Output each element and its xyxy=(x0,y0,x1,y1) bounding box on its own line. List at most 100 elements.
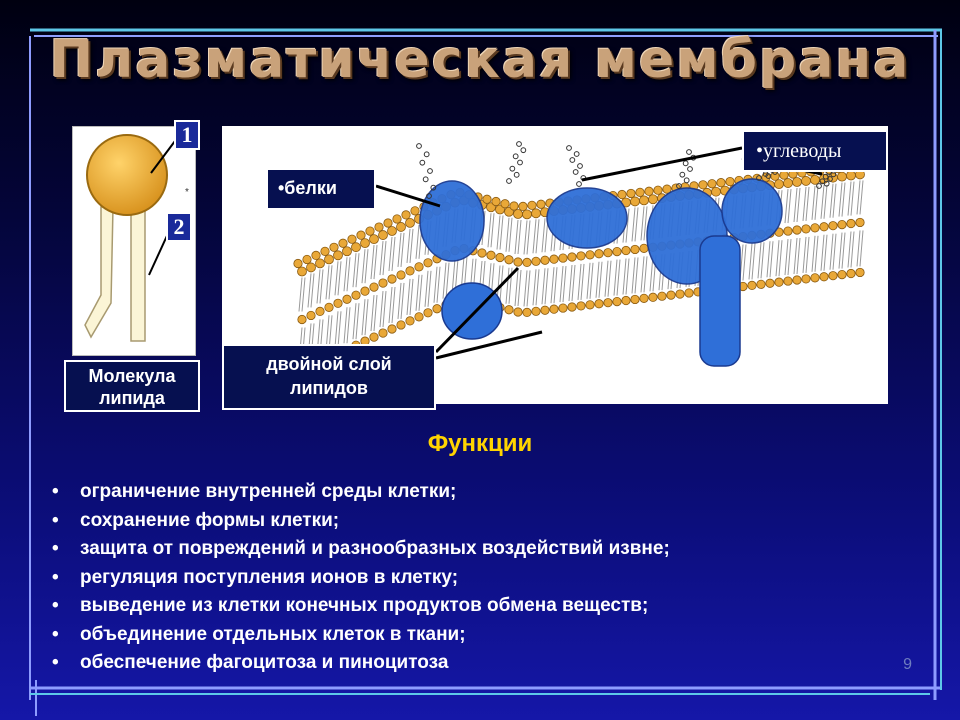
lipid-tail xyxy=(379,241,384,276)
lipid-head xyxy=(653,185,663,195)
lipid-head xyxy=(333,298,343,308)
lipid-head xyxy=(621,245,631,256)
lipid-head xyxy=(500,199,510,209)
lipid-head xyxy=(635,187,645,197)
functions-heading: Функции xyxy=(427,430,533,457)
carbohydrate-unit xyxy=(516,141,522,147)
lipid-head xyxy=(333,250,343,261)
lipid-molecule-drawing: * xyxy=(84,134,189,342)
lipid-tail xyxy=(643,206,648,241)
lipid-tail xyxy=(298,277,303,312)
lipid-head xyxy=(522,257,532,267)
lipid-head xyxy=(410,206,420,216)
lipid-tail xyxy=(859,180,864,215)
lipid-head xyxy=(549,304,559,314)
carbohydrate-unit xyxy=(512,153,519,160)
lipid-tail xyxy=(355,303,360,340)
lipid-molecule-figure: * xyxy=(72,126,196,356)
lipid-head xyxy=(311,250,321,260)
lipid-tail xyxy=(388,236,393,272)
lipid-head xyxy=(765,278,775,288)
lipid-tail xyxy=(307,273,312,308)
lipid-tail xyxy=(802,186,807,221)
lipid-head xyxy=(486,250,496,260)
lipid-head xyxy=(369,234,379,244)
lipid-head xyxy=(405,218,415,228)
bullet-icon: • xyxy=(52,481,59,502)
lipid-head xyxy=(306,262,316,273)
lipid-tail xyxy=(571,264,576,302)
function-text: выведение из клетки конечных продуктов о… xyxy=(80,595,649,616)
lipid-tail xyxy=(778,240,783,277)
lipid-head xyxy=(612,247,622,257)
lipid-head xyxy=(725,176,735,187)
lipid-head xyxy=(302,254,312,265)
lipid-head xyxy=(747,280,757,290)
lipid-head xyxy=(617,189,627,200)
lipid-head xyxy=(801,274,811,284)
list-item: •объединение отдельных клеток в ткани; xyxy=(52,621,670,650)
lipid-head xyxy=(810,223,820,233)
lipid-head xyxy=(567,252,577,262)
carbohydrate-unit xyxy=(682,160,689,167)
list-item: •выведение из клетки конечных продуктов … xyxy=(52,592,670,621)
lipid-tail xyxy=(796,237,801,275)
lipid-tail xyxy=(409,228,414,263)
carbohydrate-unit xyxy=(520,147,527,154)
lipid-head xyxy=(423,308,433,318)
protein xyxy=(419,180,485,262)
lipid-head xyxy=(626,188,636,199)
lipid-head xyxy=(347,234,357,244)
lipid-head xyxy=(756,279,766,289)
lipid-tail xyxy=(532,219,537,254)
carbohydrate-unit xyxy=(423,151,430,158)
carbohydrate-unit xyxy=(509,165,516,172)
svg-text:*: * xyxy=(185,187,189,198)
lipid-tail xyxy=(361,299,366,336)
lipid-tail xyxy=(607,260,612,297)
lipid-tail xyxy=(343,257,348,292)
lipid-head xyxy=(351,290,361,300)
lipid-tail xyxy=(634,207,639,242)
lipid-head xyxy=(297,266,307,277)
lipid-tail xyxy=(589,262,594,299)
lipid-head xyxy=(378,230,388,240)
lipid-tail xyxy=(436,266,441,303)
lipid-tail xyxy=(490,213,495,248)
function-text: регуляция поступления ионов в клетку; xyxy=(80,566,459,588)
bilayer-pointer xyxy=(434,266,520,354)
lipid-tail xyxy=(832,183,837,218)
lipid-tail xyxy=(346,257,351,292)
lipid-head xyxy=(707,179,717,189)
lipid-tail xyxy=(370,295,375,332)
carbohydrate-unit xyxy=(573,151,580,157)
lipid-tail xyxy=(409,278,414,315)
lipid-tail xyxy=(841,182,846,217)
lipid-head xyxy=(774,277,784,287)
lipid-tail xyxy=(604,260,609,297)
lipid-head xyxy=(603,298,613,308)
carbohydrate-unit xyxy=(823,180,830,187)
lipid-tail xyxy=(550,267,555,304)
protein xyxy=(546,187,628,249)
lipid-head xyxy=(855,267,865,278)
lipid-head xyxy=(293,258,303,269)
lipid-tail xyxy=(382,241,387,276)
lipid-head xyxy=(477,248,487,258)
lipid-head xyxy=(630,294,640,305)
carbohydrate-unit xyxy=(430,184,437,191)
carbohydrate-unit xyxy=(822,173,829,180)
lipid-tail xyxy=(631,257,636,294)
lipid-tail xyxy=(787,239,792,276)
lipid-tail xyxy=(388,286,393,324)
lipid-head xyxy=(405,266,415,276)
lipid-tail xyxy=(415,274,420,311)
carbohydrate-unit xyxy=(679,171,686,178)
bullet-icon: • xyxy=(52,652,59,673)
lipid-head xyxy=(401,210,411,220)
lipid-head xyxy=(716,178,726,188)
lipid-tail xyxy=(616,259,621,296)
lipid-head xyxy=(527,200,537,210)
lipid-head xyxy=(518,201,528,212)
lipid-tail xyxy=(451,258,456,295)
